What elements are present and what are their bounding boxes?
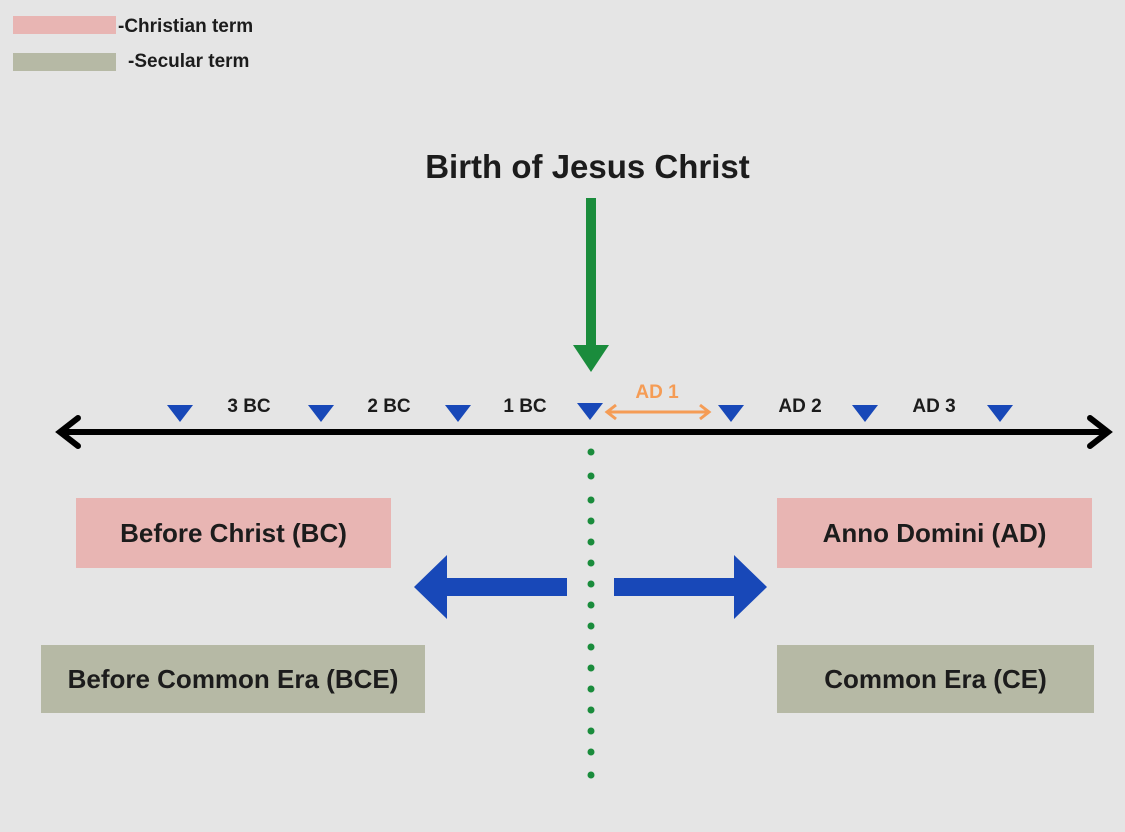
tick-marker xyxy=(987,405,1013,422)
box-before-common-era: Before Common Era (BCE) xyxy=(41,645,425,713)
timeline-label-ad2: AD 2 xyxy=(778,396,822,417)
dotted-divider xyxy=(587,448,595,779)
ad1-span-arrow xyxy=(604,403,712,421)
legend-label-secular: -Secular term xyxy=(128,51,250,72)
tick-marker xyxy=(167,405,193,422)
timeline-label-ad1: AD 1 xyxy=(635,382,679,403)
legend-swatch-christian xyxy=(13,16,116,34)
diagram-title: Birth of Jesus Christ xyxy=(425,148,750,185)
tick-marker xyxy=(308,405,334,422)
legend-swatch-secular xyxy=(13,53,116,71)
right-arrow xyxy=(614,555,767,619)
direction-arrows xyxy=(414,555,767,619)
box-anno-domini: Anno Domini (AD) xyxy=(777,498,1092,568)
timeline-label-3bc: 3 BC xyxy=(227,396,271,417)
tick-markers xyxy=(167,403,1013,422)
timeline-label-ad3: AD 3 xyxy=(912,396,956,417)
timeline-label-1bc: 1 BC xyxy=(503,396,547,417)
tick-marker xyxy=(445,405,471,422)
timeline-axis xyxy=(55,415,1113,449)
tick-marker xyxy=(718,405,744,422)
box-common-era: Common Era (CE) xyxy=(777,645,1094,713)
timeline-label-2bc: 2 BC xyxy=(367,396,411,417)
legend-label-christian: -Christian term xyxy=(118,16,254,37)
box-before-christ: Before Christ (BC) xyxy=(76,498,391,568)
left-arrow xyxy=(414,555,567,619)
birth-arrow xyxy=(573,198,609,372)
tick-marker xyxy=(852,405,878,422)
tick-marker xyxy=(577,403,603,420)
